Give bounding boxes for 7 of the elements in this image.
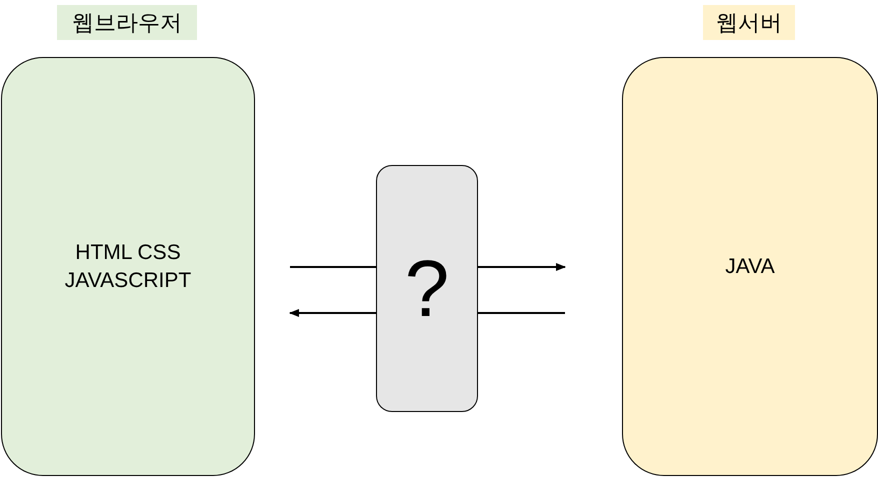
question-box: ? [376, 165, 478, 412]
title-label: 웹서버 [703, 5, 795, 40]
arrow [478, 263, 566, 271]
server-box: JAVA [622, 57, 878, 476]
browser-box: HTML CSS JAVASCRIPT [1, 57, 255, 476]
title-label: 웹브라우저 [57, 5, 197, 40]
arrow [289, 309, 376, 317]
